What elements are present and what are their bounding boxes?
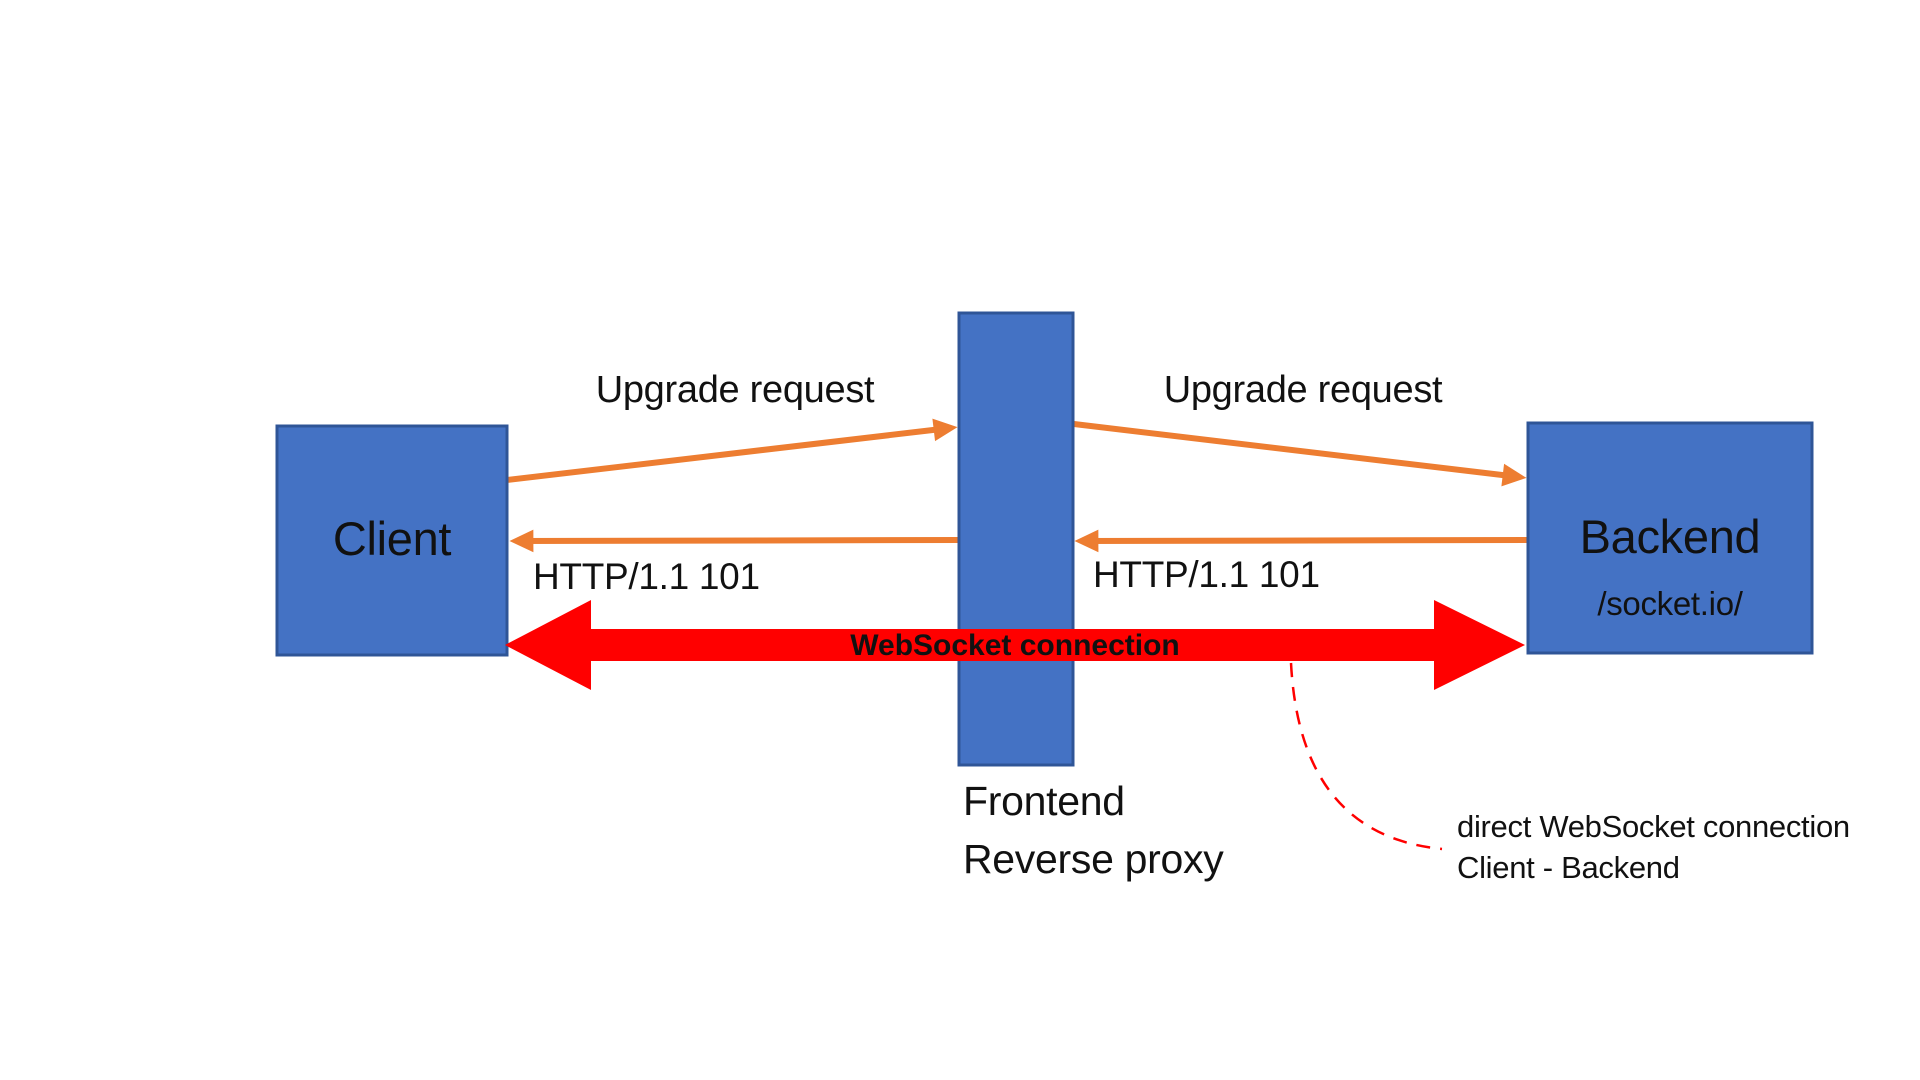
http-101-label-left: HTTP/1.1 101 [533,556,760,597]
upgrade-request-arrow-proxy-to-backend [1073,421,1527,487]
http-101-arrow-backend-to-proxy [1074,529,1528,553]
upgrade-request-arrow-client-to-proxy [506,418,958,483]
client-box-label: Client [332,512,452,565]
reverse-proxy-label-line2: Reverse proxy [963,836,1224,882]
upgrade-request-label-left: Upgrade request [595,369,875,411]
backend-box [1526,421,1814,655]
websocket-connection-arrow [505,600,1525,690]
direct-websocket-note-line2: Client - Backend [1457,850,1680,885]
client-box [275,424,509,657]
http-101-label-right: HTTP/1.1 101 [1093,554,1320,595]
direct-websocket-note: direct WebSocket connection Client - Bac… [1457,806,1850,888]
upgrade-request-label-right: Upgrade request [1163,369,1443,411]
reverse-proxy-box [957,311,1075,767]
annotation-curve [1289,662,1443,851]
direct-websocket-note-line1: direct WebSocket connection [1457,809,1850,844]
reverse-proxy-label-line1: Frontend [963,778,1125,824]
websocket-connection-label: WebSocket connection [850,628,1180,662]
backend-box-sublabel: /socket.io/ [1597,585,1743,622]
backend-box-label: Backend [1579,510,1761,563]
reverse-proxy-label: Frontend Reverse proxy [963,772,1224,888]
http-101-arrow-proxy-to-client [509,529,960,553]
